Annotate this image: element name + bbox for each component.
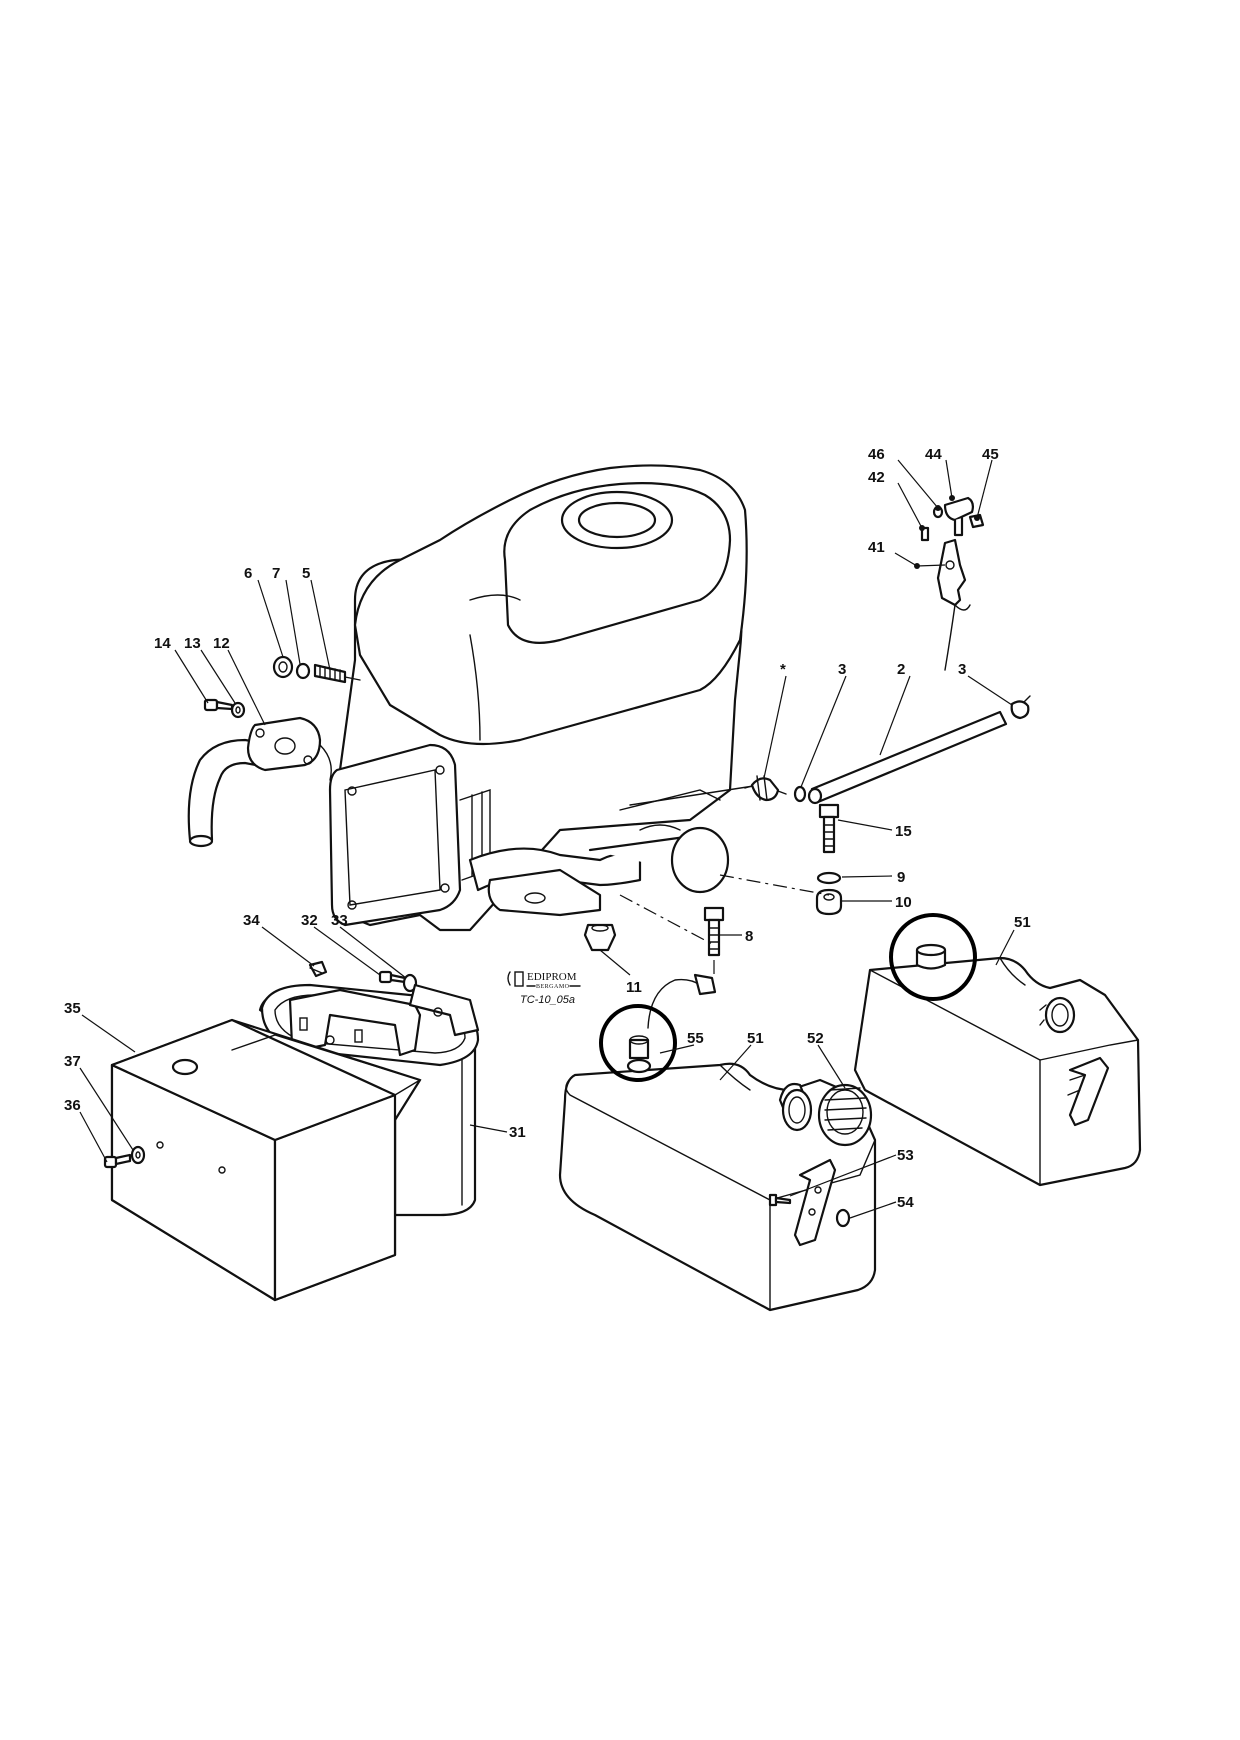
callout-53: 53 <box>897 1147 914 1164</box>
callout-numbers: 46 44 45 42 41 6 7 5 14 13 12 * 3 2 3 15… <box>64 446 1031 1211</box>
callout-15: 15 <box>895 823 912 840</box>
callout-9: 9 <box>897 869 905 886</box>
logo-brand: EDIPROM <box>527 971 577 983</box>
callout-13: 13 <box>184 635 201 652</box>
callout-3-right: 3 <box>958 661 966 678</box>
callout-6: 6 <box>244 565 252 582</box>
callout-35: 35 <box>64 1000 81 1017</box>
detail-circle-sender <box>599 1004 677 1082</box>
detail-circle-cap <box>889 913 977 1001</box>
callout-46: 46 <box>868 446 885 463</box>
fasteners <box>583 803 843 957</box>
drawing-reference: TC-10_05a <box>520 994 575 1006</box>
logo-city: BERGAMO <box>536 984 570 990</box>
battery <box>103 1018 422 1302</box>
callout-37: 37 <box>64 1053 81 1070</box>
throttle-control <box>920 496 985 671</box>
callout-32: 32 <box>301 912 318 929</box>
callout-34: 34 <box>243 912 260 929</box>
callout-55: 55 <box>687 1030 704 1047</box>
callout-45: 45 <box>982 446 999 463</box>
callout-33: 33 <box>331 912 348 929</box>
fuel-cap <box>817 1083 873 1147</box>
stud-nut-washer <box>272 655 361 684</box>
callout-41: 41 <box>868 539 885 556</box>
leader-dots <box>914 495 980 569</box>
fuel-tank-right <box>853 913 1142 1187</box>
callout-31: 31 <box>509 1124 526 1141</box>
exhaust-pipe <box>187 698 332 848</box>
battery-tray <box>258 983 480 1217</box>
callout-12: 12 <box>213 635 230 652</box>
callout-5: 5 <box>302 565 310 582</box>
callout-2: 2 <box>897 661 905 678</box>
callout-36: 36 <box>64 1097 81 1114</box>
callout-8: 8 <box>745 928 753 945</box>
battery-clamp-parts <box>308 960 418 993</box>
callout-51-left: 51 <box>747 1030 764 1047</box>
callout-54: 54 <box>897 1194 914 1211</box>
callout-10: 10 <box>895 894 912 911</box>
fuel-tank-left <box>558 973 877 1312</box>
callout-44: 44 <box>925 446 942 463</box>
callout-3-left: 3 <box>838 661 846 678</box>
callout-star: * <box>780 661 786 678</box>
fuel-line <box>744 695 1031 805</box>
callout-11: 11 <box>626 979 642 996</box>
ediprom-logo: EDIPROM BERGAMO TC-10_05a <box>507 971 581 1006</box>
callout-14: 14 <box>154 635 171 652</box>
callout-42: 42 <box>868 469 885 486</box>
leader-lines <box>79 459 1015 1219</box>
callout-51-right: 51 <box>1014 914 1031 931</box>
callout-7: 7 <box>272 565 280 582</box>
assembly-lines <box>619 874 830 975</box>
engine <box>328 464 761 932</box>
callout-52: 52 <box>807 1030 824 1047</box>
